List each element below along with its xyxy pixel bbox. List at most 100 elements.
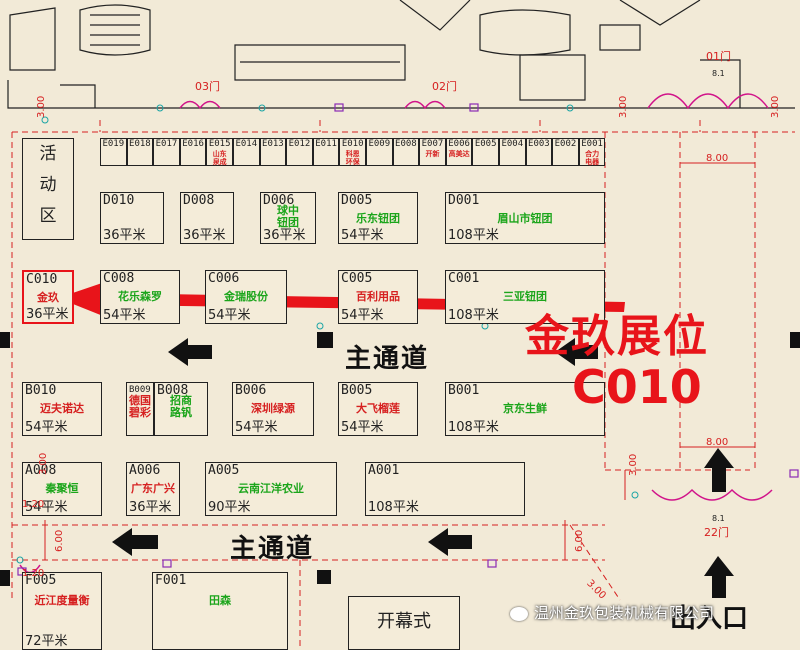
exhibitor-name: 田森 [209,594,231,607]
activity-char-1: 活 [39,144,57,164]
booth-id: D008 [183,193,215,208]
booth-id: E003 [528,139,550,149]
booth-id: E010 [341,139,364,149]
exhibitor-name: 百利用品 [356,290,400,303]
booth-id: E004 [501,139,524,149]
door-02-label: 02门 [432,80,457,93]
booth-d005: D005 乐东钮团 54平米 [338,192,418,244]
booth-id: E017 [155,139,178,149]
booth-e016: E016 [179,138,207,166]
booth-id: E016 [182,139,204,149]
booth-size: 54平米 [25,420,68,435]
booth-id: E015 [208,139,231,149]
activity-char-3: 区 [39,206,57,226]
door-22-label: 22门 [704,526,729,539]
booth-id: E002 [554,139,577,149]
booth-size: 108平米 [448,228,499,243]
booth-id: F005 [25,573,57,588]
booth-id: C006 [208,271,240,286]
booth-id: B009 [129,385,151,395]
booth-size: 54平米 [25,500,68,515]
booth-size: 108平米 [368,500,419,515]
dim-aisle-bottom: 8.00 [706,437,729,448]
booth-id: E005 [474,139,497,149]
exhibitor-name: 大飞榴莲 [356,402,400,415]
activity-area: 活 动 区 [22,138,74,240]
booth-id: E012 [288,139,311,149]
booth-d008: D008 36平米 [180,192,234,244]
exhibitor-name: 迈夫诺达 [40,402,84,415]
booth-e018: E018 [126,138,154,166]
booth-id: A008 [25,463,57,478]
booth-size: 36平米 [26,307,69,322]
booth-id: D010 [103,193,135,208]
booth-e013: E013 [259,138,287,166]
dim-right-top: 3.00 [618,95,629,118]
booth-id: C001 [448,271,480,286]
opening-ceremony-area: 开幕式 [348,596,460,650]
markers [17,103,799,576]
grid-lines [11,120,795,650]
booth-e002: E002 [552,138,579,166]
door-01-label: 01门 [706,50,731,63]
booth-id: E013 [262,139,284,149]
door-arcs [19,93,773,574]
exhibitor-name: 科恩 环保 [345,150,360,166]
booth-banner-code: C010 [572,360,702,414]
booth-size: 36平米 [183,228,226,243]
booth-id: E011 [315,139,337,149]
booth-id: F001 [155,573,187,588]
dim-120-upper: 1.20 [22,499,45,510]
watermark-text: 温州金玖包装机械有限公司 [534,604,715,622]
exhibitor-name: 近江度量衡 [34,594,90,607]
dim-aisle-top: 8.00 [706,153,729,164]
dim-left-extra: 3.00 [38,452,49,475]
booth-id: B006 [235,383,267,398]
dim-far-right-top: 3.00 [770,95,781,118]
booth-size: 54平米 [208,308,251,323]
exhibitor-name: 招商 路钒 [170,394,192,419]
booth-id: E008 [395,139,417,149]
booth-size: 36平米 [263,228,306,243]
booth-e011: E011 [312,138,340,166]
exhibitor-name: 广东广兴 [131,482,175,495]
booth-e005: E005 [472,138,499,166]
booth-id: D001 [448,193,480,208]
exhibitor-name: 京东生鲜 [503,402,547,415]
exhibitor-name: 秦聚恒 [45,482,79,495]
booth-id: B005 [341,383,373,398]
ceremony-label: 开幕式 [377,611,431,632]
exit-label: 出入口 [670,604,749,634]
booth-id: B010 [25,383,57,398]
wechat-icon [510,606,528,621]
exhibitor-name: 云南江洋农业 [238,482,304,495]
booth-id: E007 [421,139,444,149]
activity-char-2: 动 [39,175,57,195]
exhibitor-name: 乐东钮团 [356,212,400,225]
booth-e012: E012 [286,138,313,166]
booth-size: 90平米 [208,500,251,515]
booth-size: 108平米 [448,420,499,435]
exhibitor-name: 金玖 [37,291,59,304]
booth-size: 54平米 [341,228,384,243]
booth-size: 54平米 [341,308,384,323]
dim-right-lower: 6.00 [574,529,585,552]
dim-door-22-width: 8.1 [712,514,725,523]
booth-e009: E009 [366,138,393,166]
booth-id: D005 [341,193,373,208]
booth-id: D006 [263,193,295,208]
booth-a008: A008 秦聚恒 54平米 [22,462,102,516]
